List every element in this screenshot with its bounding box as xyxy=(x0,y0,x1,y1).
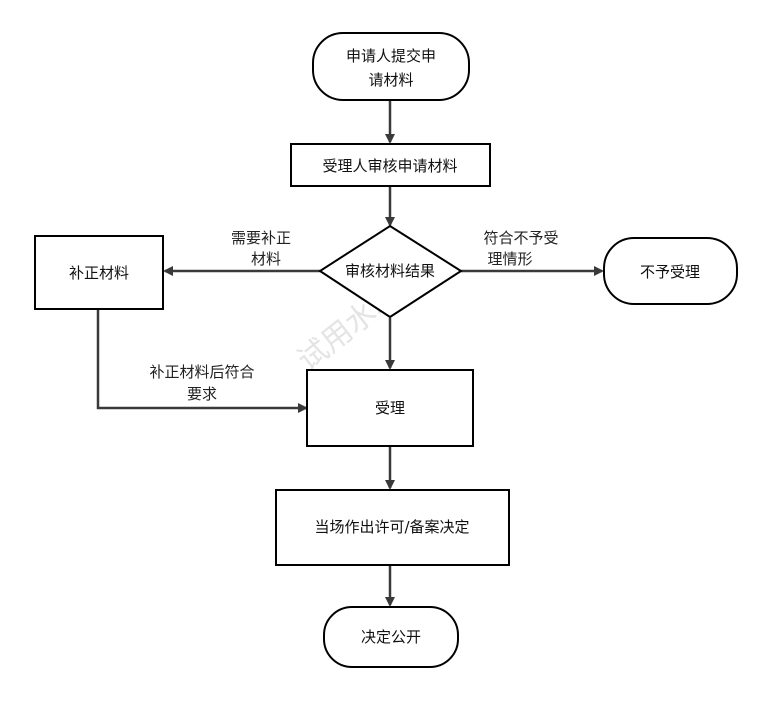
edge-label-not-accepted-line2: 理情形 xyxy=(487,250,532,268)
accept-node xyxy=(306,369,474,447)
edge-label-after-supplement-line1: 补正材料后符合 xyxy=(149,363,254,381)
decision-label: 审核材料结果 xyxy=(345,262,435,280)
decision-node xyxy=(318,224,463,319)
supplement-label: 补正材料 xyxy=(69,264,129,282)
reject-node xyxy=(603,237,738,305)
edge-label-not-accepted-line1: 符合不予受 xyxy=(483,229,558,247)
accept-label: 受理 xyxy=(375,399,405,417)
start-node-label-line1: 申请人提交申 xyxy=(346,47,436,65)
edge-supplement-to-accept xyxy=(96,309,308,413)
edge-label-needs-supplement-line2: 材料 xyxy=(251,250,281,268)
supplement-node xyxy=(34,235,164,310)
review-materials-node xyxy=(290,143,491,187)
publish-label: 决定公开 xyxy=(361,628,421,646)
reject-label: 不予受理 xyxy=(640,263,700,281)
publish-node xyxy=(323,606,459,668)
start-node xyxy=(312,32,470,101)
review-materials-label: 受理人审核申请材料 xyxy=(322,157,457,175)
decide-label: 当场作出许可/备案决定 xyxy=(314,518,469,536)
edge-label-after-supplement-line2: 要求 xyxy=(187,385,217,403)
edge-label-needs-supplement-line1: 需要补正 xyxy=(231,229,291,247)
decide-node xyxy=(275,489,510,566)
start-node-label-line2: 请材料 xyxy=(368,71,413,89)
